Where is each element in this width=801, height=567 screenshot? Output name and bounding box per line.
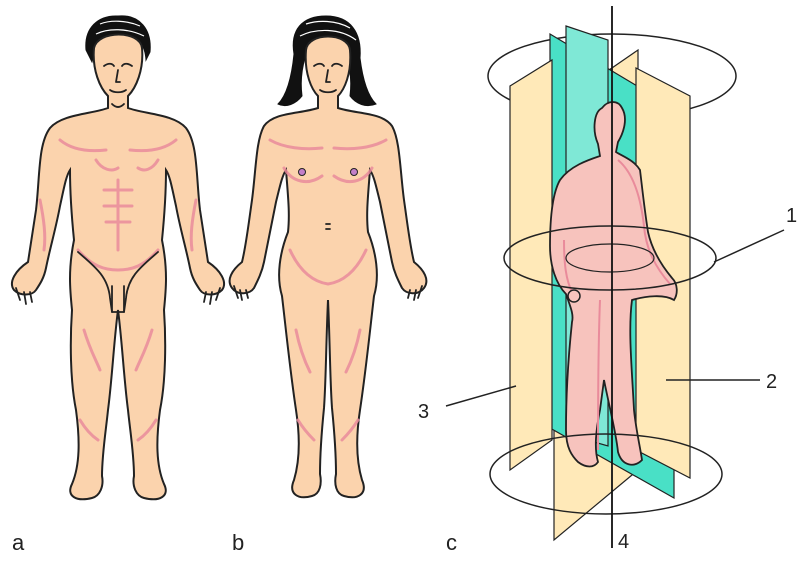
label-4: 4 [618,531,629,553]
female-body [230,37,427,498]
male-figure [12,16,224,499]
panel-label-a: a [12,530,24,556]
sagittal-plane-left [510,60,552,470]
male-body [12,35,224,500]
leader-1 [714,230,784,262]
leader-3 [446,386,516,406]
panel-label-b: b [232,530,244,556]
label-2: 2 [766,371,777,393]
panel-label-c: c [446,530,457,556]
female-figure [230,16,427,497]
label-1: 1 [786,205,797,227]
body-planes-diagram: 1 2 3 4 [418,6,797,553]
label-3: 3 [418,401,429,423]
